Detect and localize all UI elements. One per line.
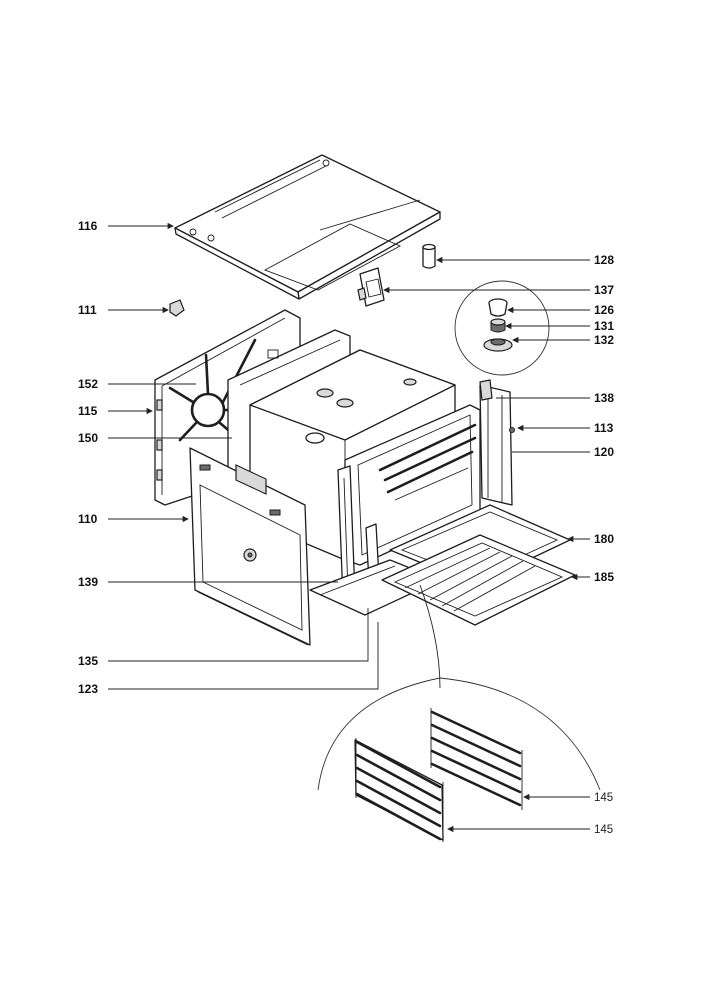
callout-139: 139 (78, 575, 98, 589)
leader-lines (108, 222, 590, 833)
callout-113: 113 (594, 421, 614, 435)
callout-123: 123 (78, 682, 98, 696)
callout-116: 116 (78, 219, 98, 233)
cylinder-part (422, 243, 436, 269)
lamp-detail-circle (454, 280, 550, 376)
callout-132: 132 (594, 333, 614, 347)
callout-111: 111 (78, 303, 97, 317)
top-cover-panel (174, 154, 441, 300)
callout-115: 115 (78, 404, 98, 418)
callout-labels: 116 128 137 111 126 131 132 152 115 150 … (78, 219, 614, 836)
shelf-runner-set-right (430, 708, 523, 810)
front-door-frame (189, 447, 311, 646)
callout-138: 138 (594, 391, 614, 405)
callout-152: 152 (78, 377, 98, 391)
callout-145-lower: 145 (594, 824, 613, 836)
callout-145-upper: 145 (594, 792, 613, 804)
callout-120: 120 (594, 445, 614, 459)
callout-150: 150 (78, 431, 98, 445)
callout-131: 131 (594, 319, 614, 333)
callout-126: 126 (594, 303, 614, 317)
shelf-runner-set-left (354, 738, 444, 842)
callout-135: 135 (78, 654, 98, 668)
callout-110: 110 (78, 512, 98, 526)
runners-detail-arc (317, 584, 601, 791)
front-frame-right (479, 379, 515, 506)
clip-part (169, 299, 185, 317)
callout-128: 128 (594, 253, 614, 267)
bracket-part (357, 267, 385, 307)
callout-185: 185 (594, 570, 614, 584)
callout-180: 180 (594, 532, 614, 546)
callout-137: 137 (594, 283, 614, 297)
